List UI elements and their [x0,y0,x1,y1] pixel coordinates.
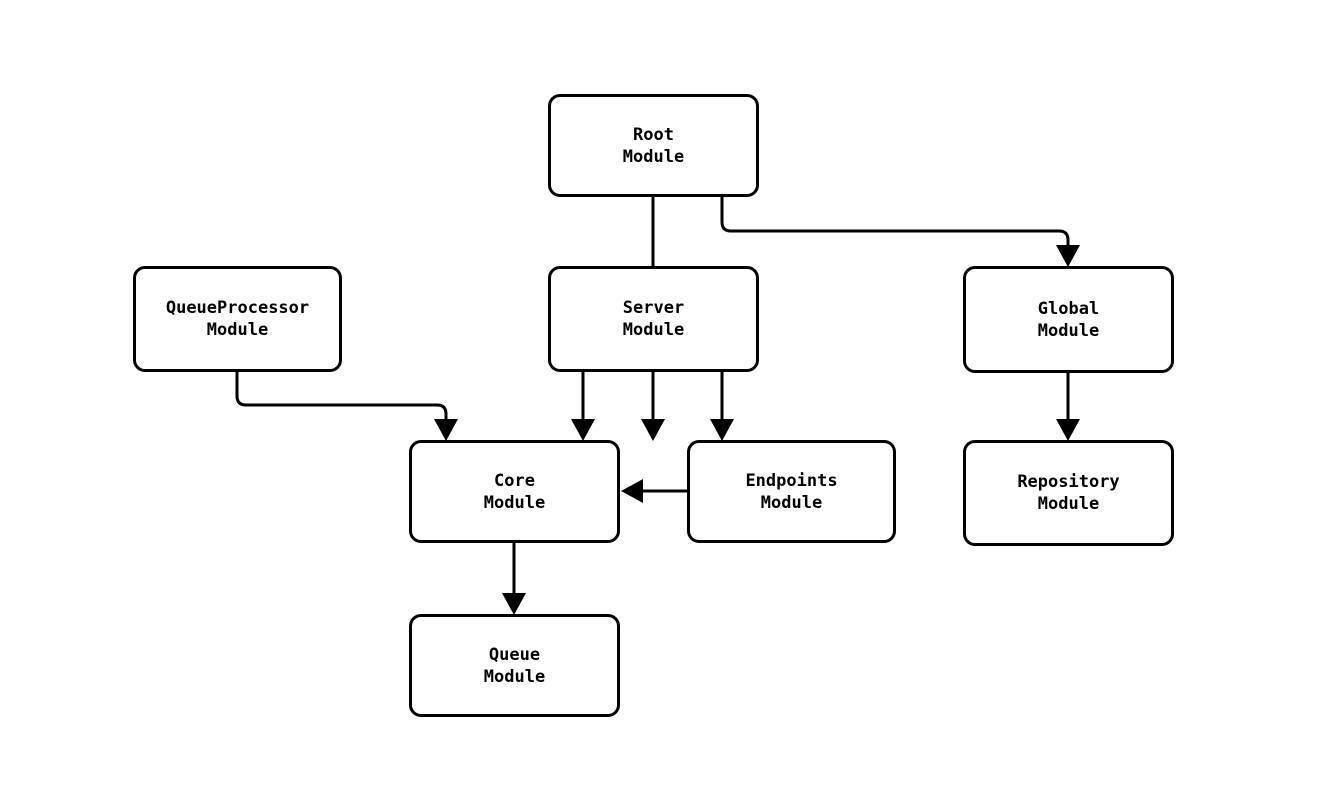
node-repository-module-label: Repository Module [1017,472,1120,514]
node-endpoints-module[interactable]: Endpoints Module [687,440,896,543]
node-queueprocessor-module[interactable]: QueueProcessor Module [133,266,342,372]
node-root-module[interactable]: Root Module [548,94,759,197]
node-root-module-label: Root Module [622,124,685,167]
node-global-module[interactable]: Global Module [963,266,1174,373]
node-core-module[interactable]: Core Module [409,440,620,543]
node-queue-module-label: Queue Module [483,644,546,687]
node-server-module[interactable]: Server Module [548,266,759,372]
node-queue-module[interactable]: Queue Module [409,614,620,717]
node-repository-module[interactable]: Repository Module [963,440,1174,546]
node-global-module-label: Global Module [1037,298,1100,341]
node-server-module-label: Server Module [622,298,685,340]
node-queueprocessor-module-label: QueueProcessor Module [165,298,310,340]
node-endpoints-module-label: Endpoints Module [745,470,838,513]
node-core-module-label: Core Module [483,470,546,513]
